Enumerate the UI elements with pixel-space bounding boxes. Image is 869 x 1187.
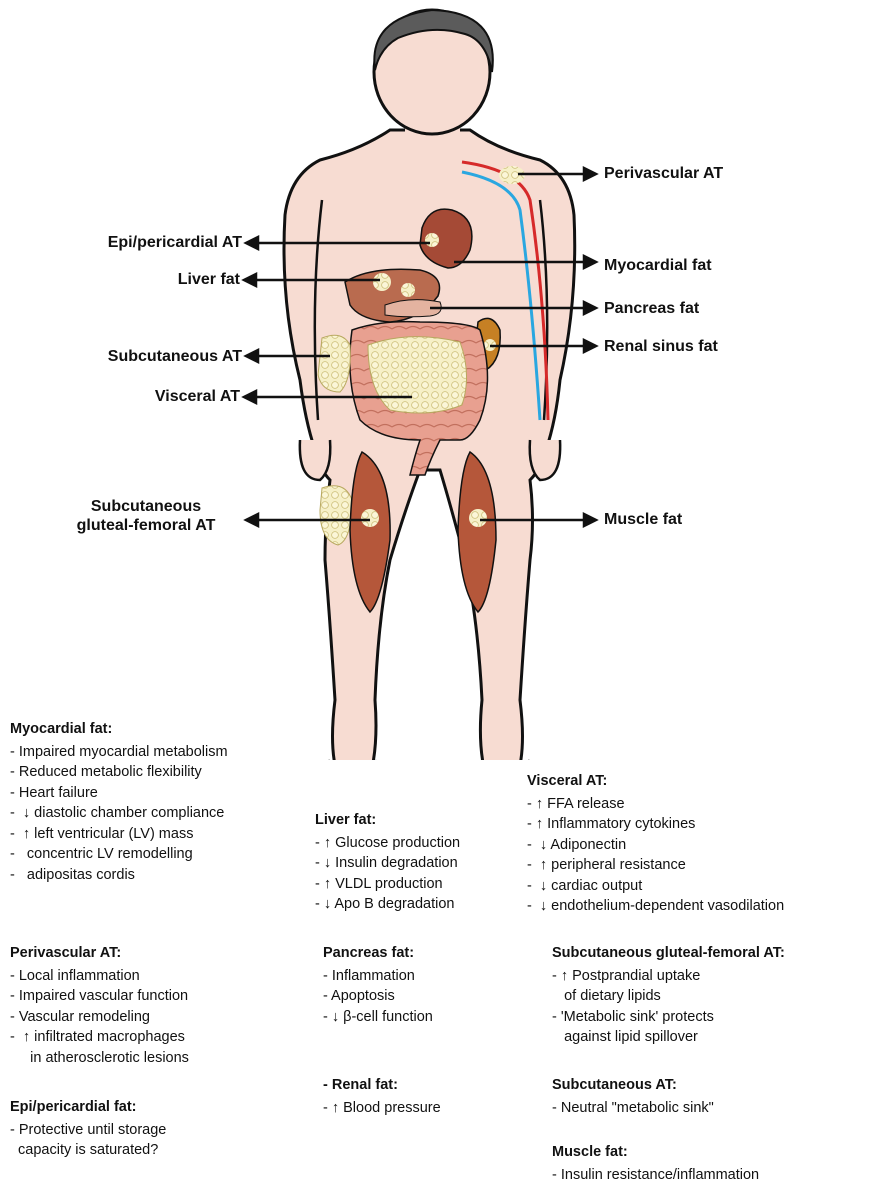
label-pancreas-fat: Pancreas fat <box>604 299 699 318</box>
list-item: - ↑ Inflammatory cytokines <box>527 814 784 835</box>
right-muscle-fat <box>469 509 487 527</box>
left-hand <box>300 440 330 480</box>
list-item: - Reduced metabolic flexibility <box>10 762 228 783</box>
block-perivascular-at: Perivascular AT: - Local inflammation - … <box>10 943 189 1068</box>
list-item: - ↑ Postprandial uptake <box>552 966 785 987</box>
block-pancreas-fat: Pancreas fat: - Inflammation - Apoptosis… <box>323 943 433 1027</box>
block-title: Epi/pericardial fat: <box>10 1097 166 1118</box>
block-title: Pancreas fat: <box>323 943 433 964</box>
block-subcutaneous-gluteal-femoral-at: Subcutaneous gluteal-femoral AT: - ↑ Pos… <box>552 943 785 1048</box>
list-item: - ↓ cardiac output <box>527 876 784 897</box>
right-hand <box>530 440 560 480</box>
list-item: of dietary lipids <box>552 986 785 1007</box>
list-item: - ↓ endothelium-dependent vasodilation <box>527 896 784 917</box>
label-renal-sinus-fat: Renal sinus fat <box>604 337 718 356</box>
list-item: - ↑ VLDL production <box>315 874 460 895</box>
block-list: - ↑ FFA release - ↑ Inflammatory cytokin… <box>527 794 784 917</box>
list-item: - adipositas cordis <box>10 865 228 886</box>
block-list: - Protective until storage capacity is s… <box>10 1120 166 1161</box>
block-muscle-fat: Muscle fat: - Insulin resistance/inflamm… <box>552 1142 759 1185</box>
visceral-fat <box>368 337 467 413</box>
list-item: - ↓ Apo B degradation <box>315 894 460 915</box>
block-title: Subcutaneous AT: <box>552 1075 714 1096</box>
block-visceral-at: Visceral AT: - ↑ FFA release - ↑ Inflamm… <box>527 771 784 917</box>
label-myocardial-fat: Myocardial fat <box>604 256 712 275</box>
list-item: - ↓ diastolic chamber compliance <box>10 803 228 824</box>
list-item: - 'Metabolic sink' protects <box>552 1007 785 1028</box>
epicardial-fat <box>425 233 439 247</box>
block-title: Muscle fat: <box>552 1142 759 1163</box>
subcutaneous-fat <box>318 335 350 392</box>
block-title: Visceral AT: <box>527 771 784 792</box>
list-item: - ↓ β-cell function <box>323 1007 433 1028</box>
label-gluteal-line1: Subcutaneous <box>91 498 201 515</box>
block-title: Perivascular AT: <box>10 943 189 964</box>
label-visceral-at: Visceral AT <box>100 387 240 406</box>
list-item: in atherosclerotic lesions <box>10 1048 189 1069</box>
list-item: - Inflammation <box>323 966 433 987</box>
list-item: - Apoptosis <box>323 986 433 1007</box>
block-list: - Insulin resistance/inflammation <box>552 1165 759 1186</box>
list-item: - ↑ peripheral resistance <box>527 855 784 876</box>
block-title: Myocardial fat: <box>10 719 228 740</box>
list-item: - ↑ infiltrated macrophages <box>10 1027 189 1048</box>
list-item: capacity is saturated? <box>10 1140 166 1161</box>
block-subcutaneous-at: Subcutaneous AT: - Neutral "metabolic si… <box>552 1075 714 1118</box>
list-item: - Impaired myocardial metabolism <box>10 742 228 763</box>
block-epi-pericardial-fat: Epi/pericardial fat: - Protective until … <box>10 1097 166 1161</box>
list-item: - ↑ Glucose production <box>315 833 460 854</box>
list-item: against lipid spillover <box>552 1027 785 1048</box>
block-list: - ↑ Postprandial uptake of dietary lipid… <box>552 966 785 1048</box>
left-muscle-fat <box>361 509 379 527</box>
list-item: - Insulin resistance/inflammation <box>552 1165 759 1186</box>
list-item: - Protective until storage <box>10 1120 166 1141</box>
block-list: - Neutral "metabolic sink" <box>552 1098 714 1119</box>
list-item: - Local inflammation <box>10 966 189 987</box>
label-epi-pericardial-at: Epi/pericardial AT <box>60 233 242 252</box>
body-figure <box>0 0 869 760</box>
list-item: - ↑ Blood pressure <box>323 1098 441 1119</box>
list-item: - Heart failure <box>10 783 228 804</box>
block-list: - Impaired myocardial metabolism - Reduc… <box>10 742 228 886</box>
block-renal-fat: - Renal fat: - ↑ Blood pressure <box>323 1075 441 1118</box>
list-item: - Vascular remodeling <box>10 1007 189 1028</box>
label-perivascular-at: Perivascular AT <box>604 164 723 183</box>
list-item: - Impaired vascular function <box>10 986 189 1007</box>
block-list: - Inflammation - Apoptosis - ↓ β-cell fu… <box>323 966 433 1028</box>
block-title: - Renal fat: <box>323 1075 441 1096</box>
list-item: - ↓ Adiponectin <box>527 835 784 856</box>
liver-fat-dots-2 <box>401 283 415 297</box>
label-muscle-fat: Muscle fat <box>604 510 682 529</box>
liver-fat-dots <box>373 273 391 291</box>
list-item: - concentric LV remodelling <box>10 844 228 865</box>
block-myocardial-fat: Myocardial fat: - Impaired myocardial me… <box>10 719 228 885</box>
block-title: Subcutaneous gluteal-femoral AT: <box>552 943 785 964</box>
block-list: - ↑ Glucose production - ↓ Insulin degra… <box>315 833 460 915</box>
block-list: - Local inflammation - Impaired vascular… <box>10 966 189 1069</box>
label-liver-fat: Liver fat <box>100 270 240 289</box>
block-title: Liver fat: <box>315 810 460 831</box>
list-item: - ↑ left ventricular (LV) mass <box>10 824 228 845</box>
label-gluteal-line2: gluteal-femoral AT <box>77 517 216 534</box>
list-item: - ↑ FFA release <box>527 794 784 815</box>
label-subcutaneous-gluteal-femoral-at: Subcutaneous gluteal-femoral AT <box>50 497 242 535</box>
label-subcutaneous-at: Subcutaneous AT <box>40 347 242 366</box>
block-liver-fat: Liver fat: - ↑ Glucose production - ↓ In… <box>315 810 460 915</box>
block-list: - ↑ Blood pressure <box>323 1098 441 1119</box>
list-item: - ↓ Insulin degradation <box>315 853 460 874</box>
list-item: - Neutral "metabolic sink" <box>552 1098 714 1119</box>
